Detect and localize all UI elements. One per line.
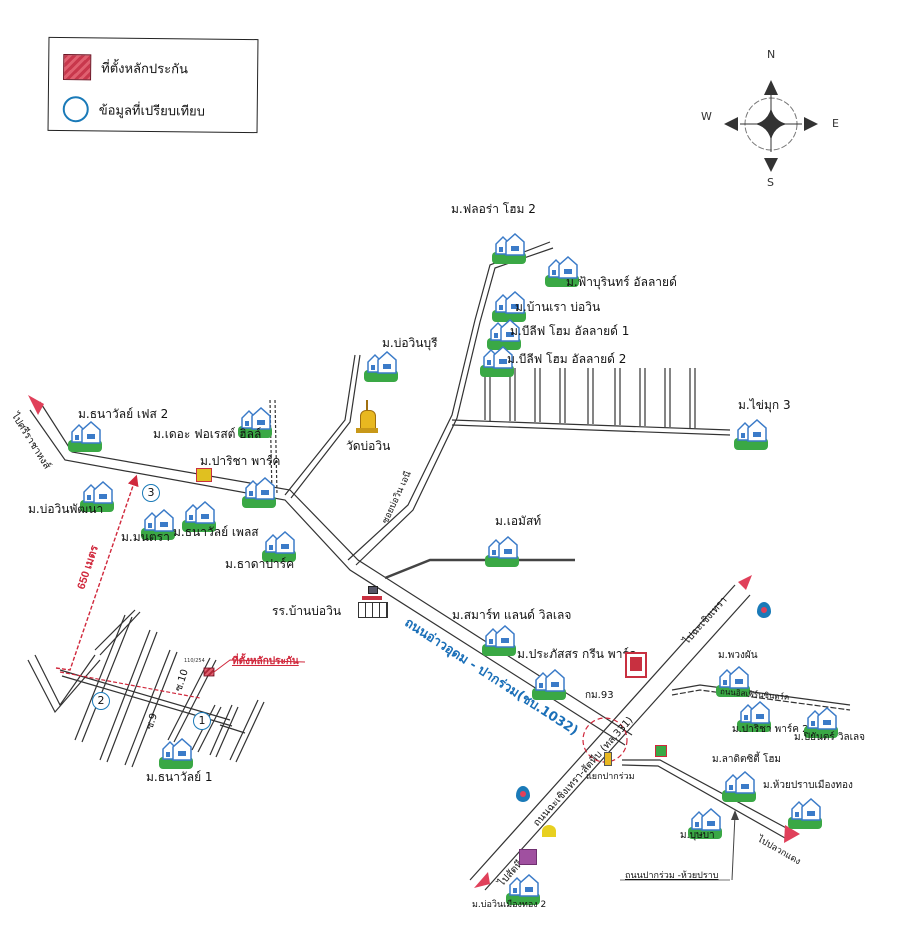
parisha-sign-icon	[196, 468, 212, 482]
temple-icon	[356, 400, 378, 434]
soi-10-label: ซ.10	[173, 668, 190, 693]
village-icon	[238, 406, 272, 438]
comparable-2: 2	[92, 692, 110, 710]
school-icon	[358, 586, 388, 618]
gas-station-icon	[757, 602, 771, 618]
village-label: ม.ธนาวัลย์ 1	[146, 770, 213, 784]
compass-w: W	[701, 110, 712, 123]
village-label: ม.ลาดิตซิตี้ โฮม	[712, 754, 782, 765]
village-icon	[506, 873, 540, 905]
village-label: ม.บ้านเรา บ่อวิน	[515, 300, 601, 314]
village-icon	[485, 535, 519, 567]
collateral-callout: ที่ตั้งหลักประกัน	[232, 653, 299, 667]
distance-label: 650 เมตร	[75, 544, 100, 591]
distance-arrow	[55, 474, 139, 671]
traffic-light-icon	[604, 752, 612, 766]
compass-rose	[724, 80, 818, 172]
road-1032	[29, 401, 633, 746]
village-label: ม.เดอะ ฟอเรสต์ ฮิลล์	[153, 427, 262, 441]
comparable-3: 3	[142, 484, 160, 502]
village-label: ม.ห้วยปราบเมืองทอง	[763, 780, 853, 791]
soi-9-label: ซ.9	[144, 712, 160, 731]
pakruam-road-label: ถนนปากร่วม -ห้วยปราบ	[625, 871, 719, 881]
village-label: ม.พวงผัน	[718, 650, 758, 661]
village-label: ม.ฟ้าบุรินทร์ อัลลายด์	[566, 275, 677, 289]
map-legend: ที่ตั้งหลักประกัน ข้อมูลที่เปรียบเทียบ	[47, 36, 259, 134]
village-label: ม.ธาดาปาร์ค	[225, 557, 295, 571]
village-label: ม.ธนาวัลย์ เฟส 2	[78, 407, 169, 421]
village-icon	[141, 508, 175, 540]
collateral-plot-marker	[203, 667, 215, 677]
south-arrow-icon	[764, 158, 778, 172]
school-label: รร.บ้านบ่อวิน	[272, 604, 342, 618]
village-icon	[159, 737, 193, 769]
circle-icon	[62, 96, 89, 123]
village-label: ม.เอมัสท์	[495, 514, 542, 528]
village-icon	[532, 668, 566, 700]
village-label: ม.ปิยันตร์ วิลเลจ	[794, 732, 866, 743]
temple-label: วัดบ่อวิน	[346, 439, 391, 453]
village-icon	[242, 476, 276, 508]
village-icon	[482, 624, 516, 656]
village-icon	[804, 706, 838, 738]
village-icon	[716, 665, 750, 697]
village-label: ม.ธนาวัลย์ เพลส	[173, 525, 259, 539]
village-icon	[545, 255, 579, 287]
village-icon	[722, 770, 756, 802]
village-icon	[734, 418, 768, 450]
road-331	[469, 584, 751, 891]
village-icon	[737, 700, 771, 732]
village-icon	[80, 480, 114, 512]
village-label: ม.ปาริชา พาร์ค	[200, 454, 281, 468]
road-wat-branch	[284, 354, 356, 496]
road-network	[27, 241, 851, 891]
park-icon	[542, 825, 556, 837]
bank-icon	[625, 652, 647, 678]
village-icon	[688, 807, 722, 839]
seven-eleven-icon	[655, 745, 667, 757]
hatched-square-icon	[63, 54, 92, 81]
arrow-to-sriracha	[28, 395, 44, 415]
village-icon	[492, 232, 526, 264]
village-icon	[182, 500, 216, 532]
village-label: ม.ไข่มุก 3	[738, 398, 791, 412]
village-icon	[68, 420, 102, 452]
east-arrow-icon	[804, 117, 818, 131]
village-label: ม.ฟลอร่า โฮม 2	[451, 202, 536, 216]
arrow-to-plaukdaeng	[784, 825, 800, 843]
village-label: ม.ประภัสสร กรีน พาร์ค	[517, 647, 637, 661]
plot-number: 110/254	[184, 658, 205, 664]
village-label: ม.บีลีฟ โฮม อัลลายด์ 1	[510, 324, 630, 338]
village-label: ม.บุษบา	[680, 830, 715, 841]
village-label: ม.บ่อวินพัฒนา	[28, 502, 104, 516]
village-label: ม.สมาร์ท แลนด์ วิลเลจ	[452, 608, 572, 622]
compass-n: N	[767, 48, 776, 61]
shop-icon	[519, 849, 537, 865]
village-label: ม.ปาริชา พาร์ค 2	[732, 724, 809, 735]
arrow-to-chachoengsao	[738, 575, 752, 590]
north-arrow-icon	[764, 80, 778, 95]
legend-item-comparable: ข้อมูลที่เปรียบเทียบ	[62, 96, 205, 123]
compass-s: S	[767, 176, 774, 189]
village-label: ม.มนตรา	[121, 530, 170, 544]
village-icon	[492, 290, 526, 322]
village-label: ม.บ่อวินเมืองทอง 2	[472, 900, 547, 910]
village-label: ม.บีลีฟ โฮม อัลลายด์ 2	[507, 352, 627, 366]
arrow-to-sattahip	[474, 872, 490, 888]
km-marker-label: กม.93	[585, 690, 614, 701]
village-icon	[480, 345, 514, 377]
village-icon	[364, 350, 398, 382]
junction-label: แยกปากร่วม	[586, 772, 635, 782]
legend-item-collateral: ที่ตั้งหลักประกัน	[63, 54, 188, 81]
village-icon	[262, 530, 296, 562]
gas-station-icon-2	[516, 786, 530, 802]
village-label: ม.บ่อวินบุรี	[382, 336, 438, 350]
west-arrow-icon	[724, 117, 738, 131]
comparable-1: 1	[193, 712, 211, 730]
village-icon	[788, 797, 822, 829]
compass-e: E	[832, 117, 839, 130]
village-icon	[487, 318, 521, 350]
